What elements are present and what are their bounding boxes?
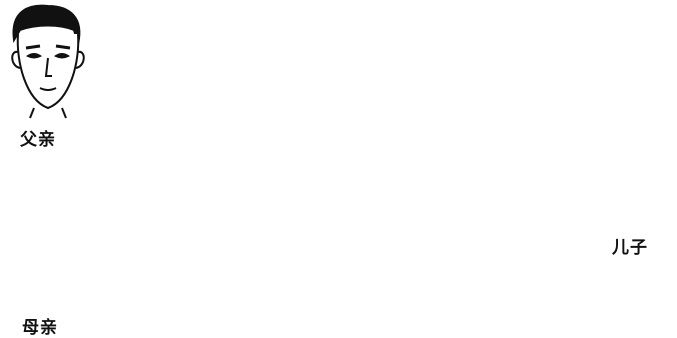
mother-label: 母亲 bbox=[22, 313, 58, 338]
father-label: 父亲 bbox=[20, 125, 56, 150]
son-label: 儿子 bbox=[612, 233, 648, 258]
father-face-icon bbox=[12, 6, 84, 118]
